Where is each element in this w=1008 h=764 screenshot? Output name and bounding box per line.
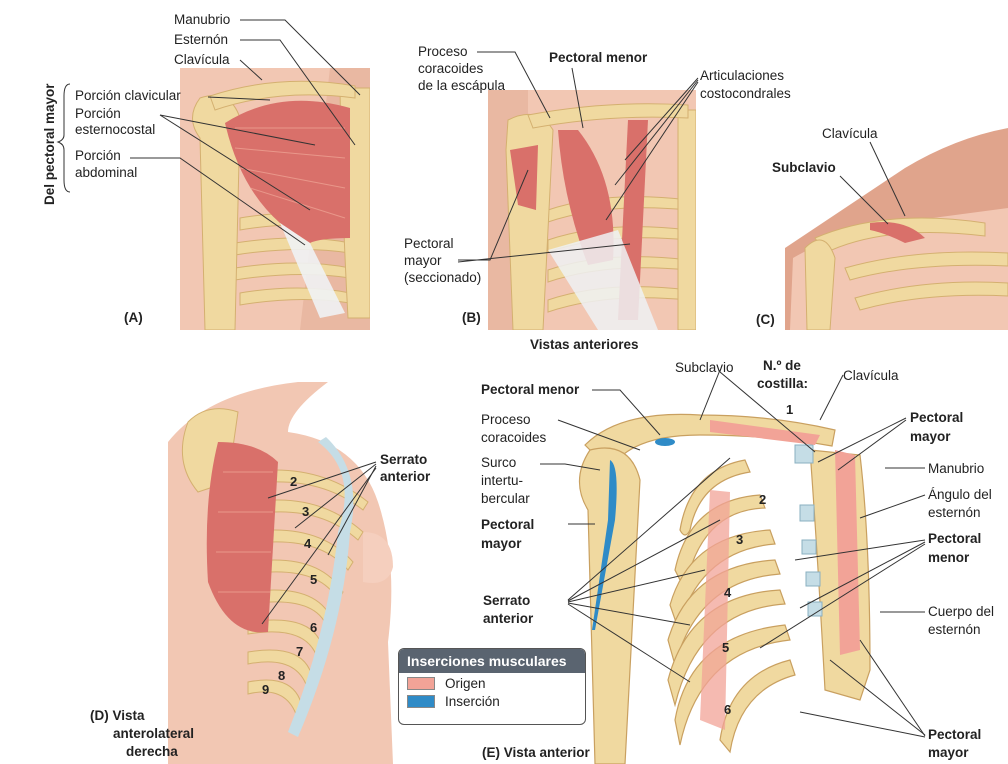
caption-d-3: derecha	[126, 744, 178, 759]
label-clavicula-c: Clavícula	[822, 126, 878, 141]
panel-c-illustration	[785, 128, 1008, 330]
label-pectoral-mayor-b-1: Pectoral	[404, 236, 454, 251]
rib-number-e: 4	[724, 585, 732, 600]
label-porcion-abdominal-1: Porción	[75, 148, 121, 163]
label-proceso-e-1: Proceso	[481, 412, 531, 427]
label-serrato-d-2: anterior	[380, 469, 431, 484]
label-surco-3: bercular	[481, 491, 530, 506]
rib-number-d: 6	[310, 620, 318, 635]
rib-number-e: 6	[724, 702, 732, 717]
label-proceso-b-3: de la escápula	[418, 78, 506, 93]
vertical-label-pectoral-mayor: Del pectoral mayor	[42, 83, 57, 205]
label-cuerpo-1: Cuerpo del	[928, 604, 995, 619]
label-proceso-e-2: coracoides	[481, 430, 547, 445]
caption-e: (E) Vista anterior	[482, 745, 590, 760]
label-pectoral-mayor-e-bottom-2: mayor	[928, 745, 969, 760]
caption-c: (C)	[756, 312, 775, 327]
legend-origin-label: Origen	[445, 676, 486, 691]
label-surco-2: intertu-	[481, 473, 524, 488]
panel-d-illustration	[168, 382, 398, 764]
legend-origin-row: Origen	[407, 676, 577, 691]
label-pectoral-menor-e-right-2: menor	[928, 550, 970, 565]
label-pectoral-menor-e-right-1: Pectoral	[928, 531, 982, 546]
label-surco-1: Surco	[481, 455, 517, 470]
row-caption: Vistas anteriores	[530, 337, 639, 352]
caption-b: (B)	[462, 310, 481, 325]
label-manubrio-a: Manubrio	[174, 12, 231, 27]
label-clavicula-e: Clavícula	[843, 368, 899, 383]
label-subclavio-c: Subclavio	[772, 160, 836, 175]
label-articulaciones-2: costocondrales	[700, 86, 791, 101]
label-pectoral-menor-e: Pectoral menor	[481, 382, 580, 397]
label-articulaciones-1: Articulaciones	[700, 68, 785, 83]
rib-number-e: 1	[786, 402, 794, 417]
label-serrato-d-1: Serrato	[380, 452, 428, 467]
label-pectoral-mayor-e-bottom-1: Pectoral	[928, 727, 982, 742]
legend-insertion-swatch	[407, 695, 435, 708]
caption-d-2: anterolateral	[113, 726, 195, 741]
label-angulo-2: esternón	[928, 505, 981, 520]
rib-number-e: 2	[759, 492, 767, 507]
rib-number-d: 8	[278, 668, 286, 683]
rib-number-d: 4	[304, 536, 312, 551]
label-proceso-b-1: Proceso	[418, 44, 468, 59]
label-clavicula-a: Clavícula	[174, 52, 230, 67]
caption-d-1: (D) Vista	[90, 708, 145, 723]
rib-number-d: 9	[262, 682, 270, 697]
label-manubrio-e: Manubrio	[928, 461, 985, 476]
rib-number-d: 3	[302, 504, 310, 519]
panel-e-illustration	[570, 390, 910, 764]
label-angulo-1: Ángulo del	[928, 487, 992, 502]
panel-a-illustration	[180, 68, 370, 330]
label-serrato-e-1: Serrato	[483, 593, 531, 608]
legend-insertion-row: Inserción	[407, 694, 577, 709]
label-pectoral-mayor-b-2: mayor	[404, 253, 442, 268]
label-pectoral-mayor-e-right-2: mayor	[910, 429, 951, 444]
label-pectoral-mayor-e-right-1: Pectoral	[910, 410, 964, 425]
label-esternon-a: Esternón	[174, 32, 229, 47]
label-porcion-abdominal-2: abdominal	[75, 165, 138, 180]
rib-number-e: 5	[722, 640, 730, 655]
label-cuerpo-2: esternón	[928, 622, 981, 637]
legend-box: Inserciones musculares Origen Inserción	[398, 648, 586, 725]
panel-b-illustration	[488, 90, 696, 330]
label-pectoral-menor-b: Pectoral menor	[549, 50, 648, 65]
label-pectoral-mayor-e-left-2: mayor	[481, 536, 522, 551]
rib-number-d: 7	[296, 644, 304, 659]
label-proceso-b-2: coracoides	[418, 61, 484, 76]
legend-origin-swatch	[407, 677, 435, 690]
label-costilla-2: costilla:	[757, 376, 809, 391]
label-porcion-clavicular: Porción clavicular	[75, 88, 181, 103]
label-serrato-e-2: anterior	[483, 611, 534, 626]
label-porcion-esternocostal-2: esternocostal	[75, 122, 156, 137]
legend-title: Inserciones musculares	[399, 649, 585, 673]
label-pectoral-mayor-b-3: (seccionado)	[404, 270, 482, 285]
caption-a: (A)	[124, 310, 143, 325]
rib-number-e: 3	[736, 532, 744, 547]
label-pectoral-mayor-e-left-1: Pectoral	[481, 517, 535, 532]
rib-number-d: 5	[310, 572, 318, 587]
label-porcion-esternocostal-1: Porción	[75, 106, 121, 121]
label-subclavio-e: Subclavio	[675, 360, 734, 375]
label-costilla-1: N.º de	[763, 358, 801, 373]
legend-insertion-label: Inserción	[445, 694, 500, 709]
rib-number-d: 2	[290, 474, 298, 489]
